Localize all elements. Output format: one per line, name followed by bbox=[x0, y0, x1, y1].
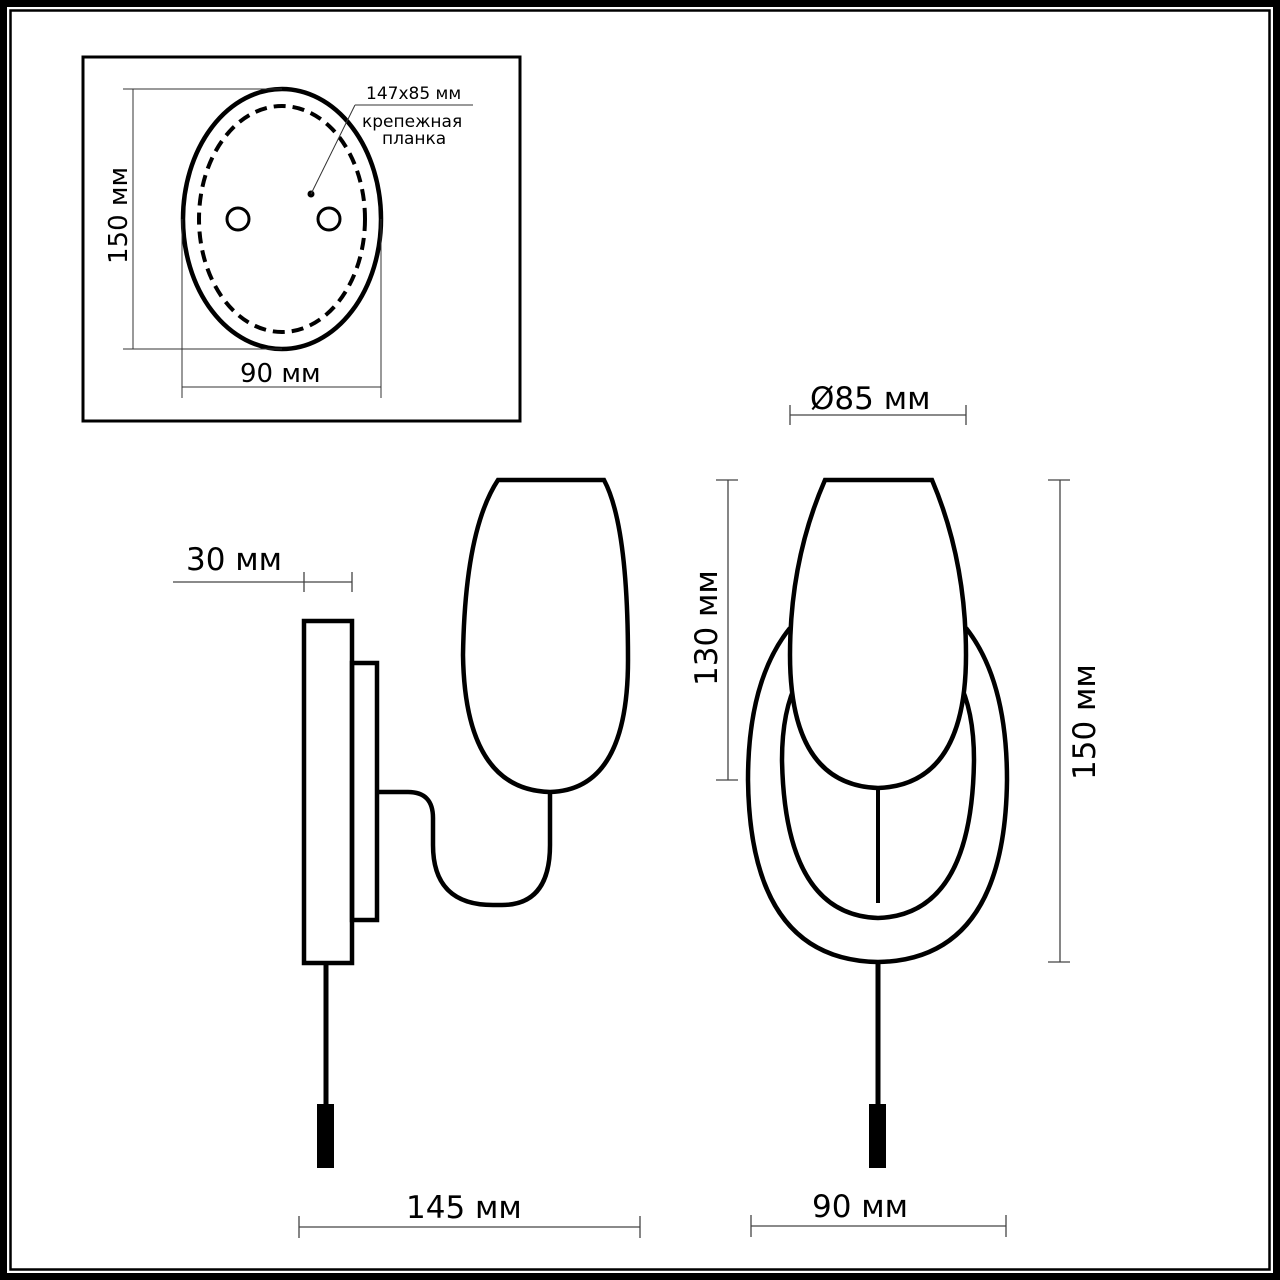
side-depth-label: 30 мм bbox=[186, 542, 282, 578]
inner-ring bbox=[779, 678, 977, 921]
front-view: Ø85 мм 130 мм 150 мм 90 мм bbox=[689, 381, 1103, 1237]
front-width-label: 90 мм bbox=[812, 1189, 908, 1225]
side-view: 30 мм 145 мм bbox=[173, 477, 641, 1238]
canopy-backplate bbox=[349, 660, 380, 923]
inset-height-label: 150 мм bbox=[104, 167, 134, 264]
plate-caption-line2: планка bbox=[382, 129, 446, 149]
screw-hole-right bbox=[316, 206, 342, 232]
wall-canopy bbox=[301, 618, 355, 966]
total-height-label: 150 мм bbox=[1067, 664, 1103, 780]
side-length-label: 145 мм bbox=[406, 1190, 522, 1226]
lamp-shade-front bbox=[787, 477, 969, 791]
lamp-arm bbox=[377, 789, 553, 908]
plate-caption-line1: крепежная bbox=[362, 112, 462, 132]
pull-cord-handle bbox=[317, 1104, 334, 1168]
pull-cord-handle-front bbox=[869, 1104, 886, 1168]
inset-mounting-plate: 147x85 мм крепежная планка 150 мм 90 мм bbox=[81, 55, 522, 423]
shade-diameter-label: Ø85 мм bbox=[810, 381, 930, 417]
lamp-shade-side bbox=[460, 477, 631, 795]
shade-height-label: 130 мм bbox=[689, 570, 725, 686]
inset-width-label: 90 мм bbox=[240, 359, 321, 389]
screw-hole-left bbox=[225, 206, 251, 232]
plate-size-label: 147x85 мм bbox=[366, 84, 461, 104]
mounting-bar-dashed bbox=[197, 104, 367, 334]
